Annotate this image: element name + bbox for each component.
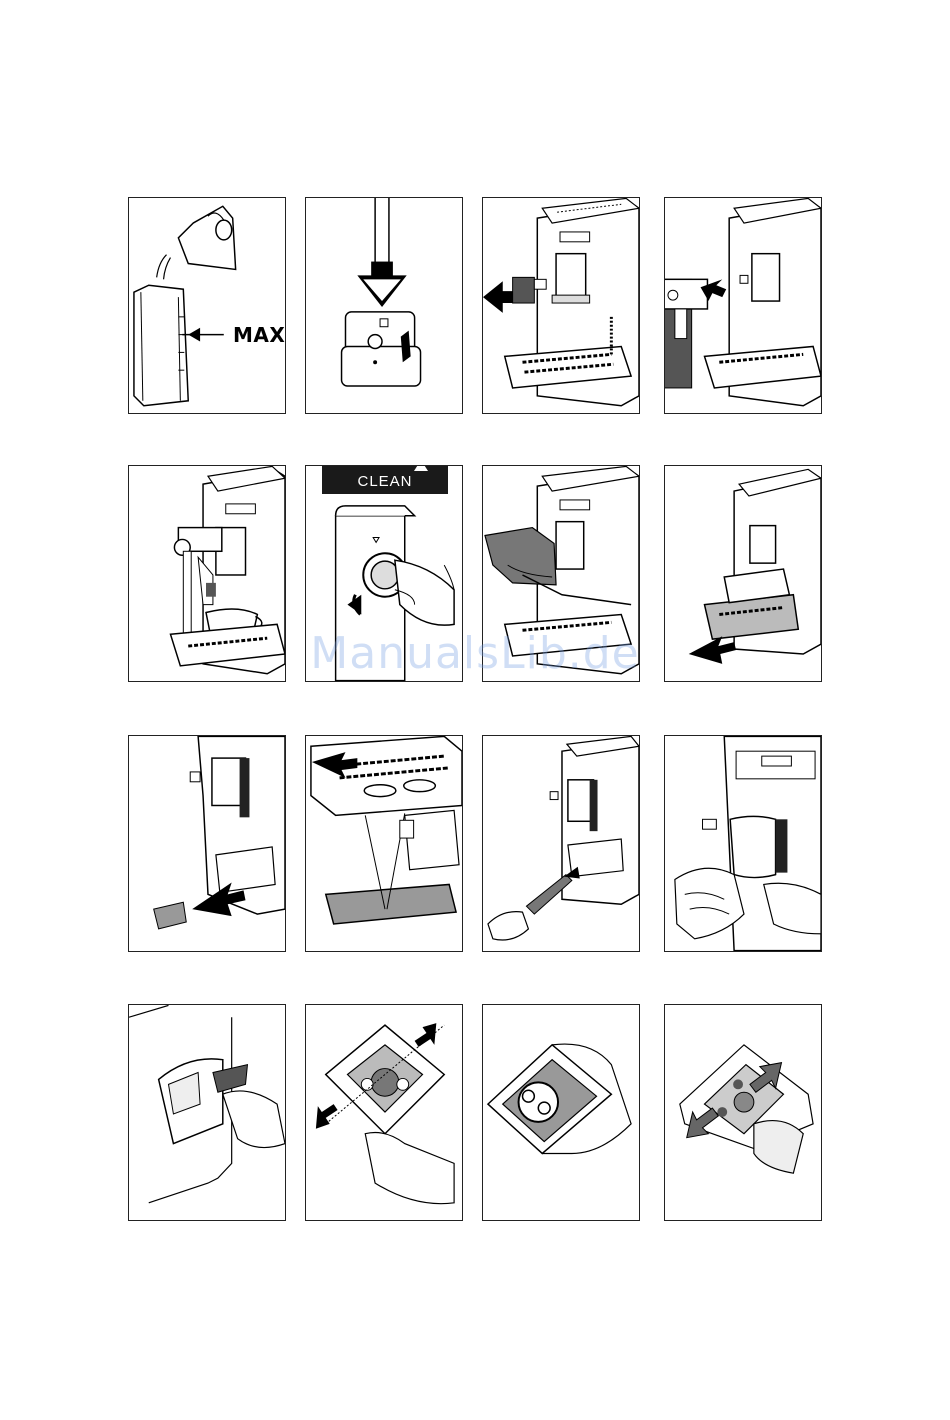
wipe-nozzle-icon (483, 466, 639, 681)
wipe-outlet-icon (665, 736, 821, 951)
figure-13-brew-unit-door (128, 1004, 286, 1221)
milk-froth-cup-icon (129, 466, 285, 681)
figure-9-remove-coffee-tray (128, 735, 286, 952)
max-label: MAX (233, 323, 285, 347)
clean-knob-icon (306, 466, 462, 681)
remove-coffee-tray-icon (129, 736, 285, 951)
water-tank-fill-icon (129, 198, 285, 413)
figure-12-wipe-outlet (664, 735, 822, 952)
figure-7-wipe-nozzle (482, 465, 640, 682)
remove-steam-nozzle-icon (483, 198, 639, 413)
remove-drip-tray-icon (665, 466, 821, 681)
figure-3-remove-nozzle (482, 197, 640, 414)
figure-4-attach-milk (664, 197, 822, 414)
tray-arrow-icon (306, 736, 462, 951)
figure-8-remove-drip-tray (664, 465, 822, 682)
figure-5-milk-froth (128, 465, 286, 682)
figure-11-brush-clean (482, 735, 640, 952)
figure-10-tray-arrow (305, 735, 463, 952)
water-filter-insert-icon (306, 198, 462, 413)
brew-unit-press-icon (306, 1005, 462, 1220)
brew-unit-top-icon (483, 1005, 639, 1220)
figure-1-water-tank: MAX (128, 197, 286, 414)
brush-clean-icon (483, 736, 639, 951)
brew-unit-insert-icon (665, 1005, 821, 1220)
brew-unit-door-icon (129, 1005, 285, 1220)
figure-14-brew-unit-press (305, 1004, 463, 1221)
figure-16-brew-unit-insert (664, 1004, 822, 1221)
figure-2-water-filter (305, 197, 463, 414)
attach-milk-container-icon (665, 198, 821, 413)
figure-6-clean-knob: CLEAN (305, 465, 463, 682)
figure-15-brew-unit-top (482, 1004, 640, 1221)
